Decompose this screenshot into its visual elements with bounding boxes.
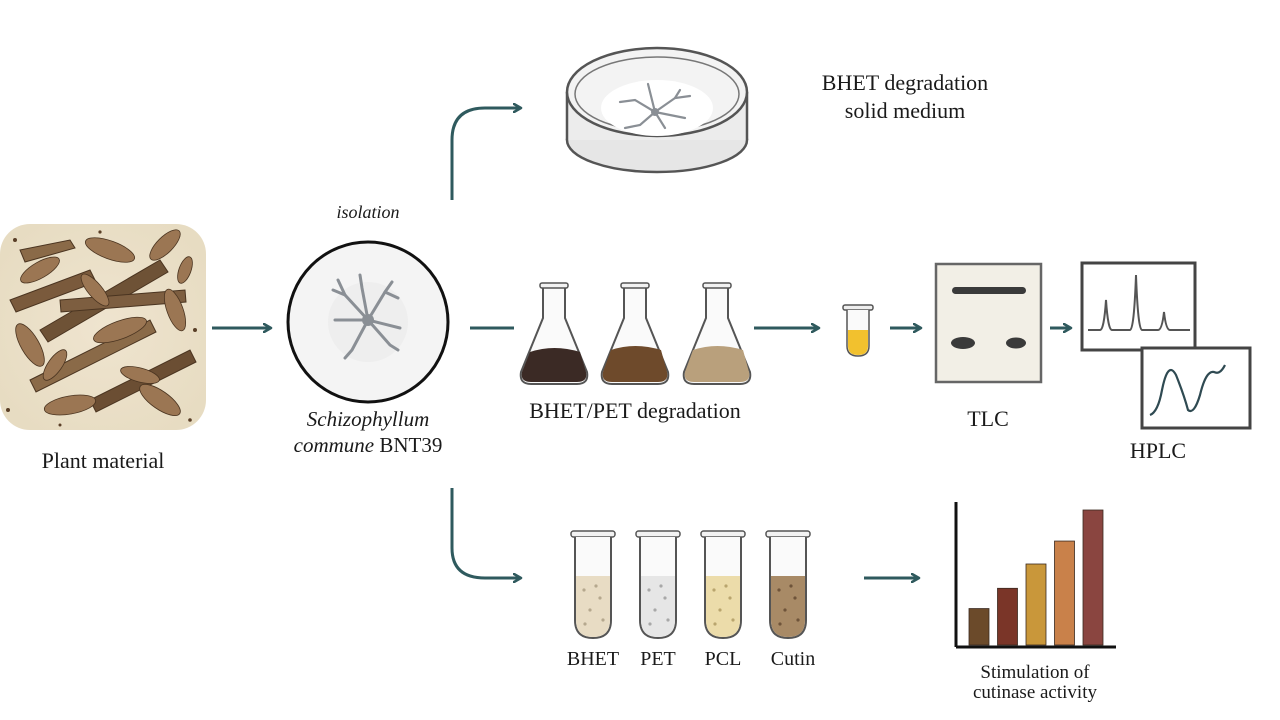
stimulation-label-line2: cutinase activity [973,682,1097,703]
bhet-pet-degradation-label: BHET/PET degradation [529,398,741,423]
hplc-label: HPLC [1129,438,1187,463]
bar-1 [968,608,990,646]
arrow-to-solid-medium [450,108,520,200]
flask-medium [600,282,670,385]
tube-label-pcl: PCL [704,648,742,670]
bar-2 [997,587,1018,646]
tube-label-bhet: BHET [566,648,620,670]
test-tube-cutin [765,530,811,640]
bhet-solid-label-line1: BHET degradation [821,70,989,95]
bar-5 [1082,509,1104,646]
bar-3 [1025,563,1047,646]
plant-material-label: Plant material [41,448,165,473]
flask-dark [519,282,589,385]
tlc-plate-icon [934,262,1043,384]
species-epithet: commune [293,433,375,457]
hplc-chromatogram-icon [1080,261,1252,430]
test-tube-pcl [700,530,746,640]
bar-4 [1054,540,1075,646]
tube-label-cutin: Cutin [770,648,816,670]
test-tube-pet [635,530,681,640]
stimulation-label-line1: Stimulation of [980,662,1090,683]
isolation-label: isolation [336,202,400,222]
fungal-colony-icon [286,240,450,404]
bar-chart-icon [954,502,1116,649]
strain-label: BNT39 [379,433,443,457]
tlc-label: TLC [967,406,1009,431]
flask-light [682,282,752,385]
petri-dish-icon [565,46,749,174]
fungal-growth-icon [618,82,692,130]
plant-material-image [0,224,206,430]
test-tube-bhet [570,530,616,640]
arrow-to-tubes [450,488,520,578]
bhet-solid-label-line2: solid medium [844,98,966,123]
species-name-line2: commune BNT39 [268,433,468,458]
tube-label-pet: PET [640,648,676,670]
species-name-line1: Schizophyllum [306,407,430,431]
test-tube-yellow [842,304,874,357]
